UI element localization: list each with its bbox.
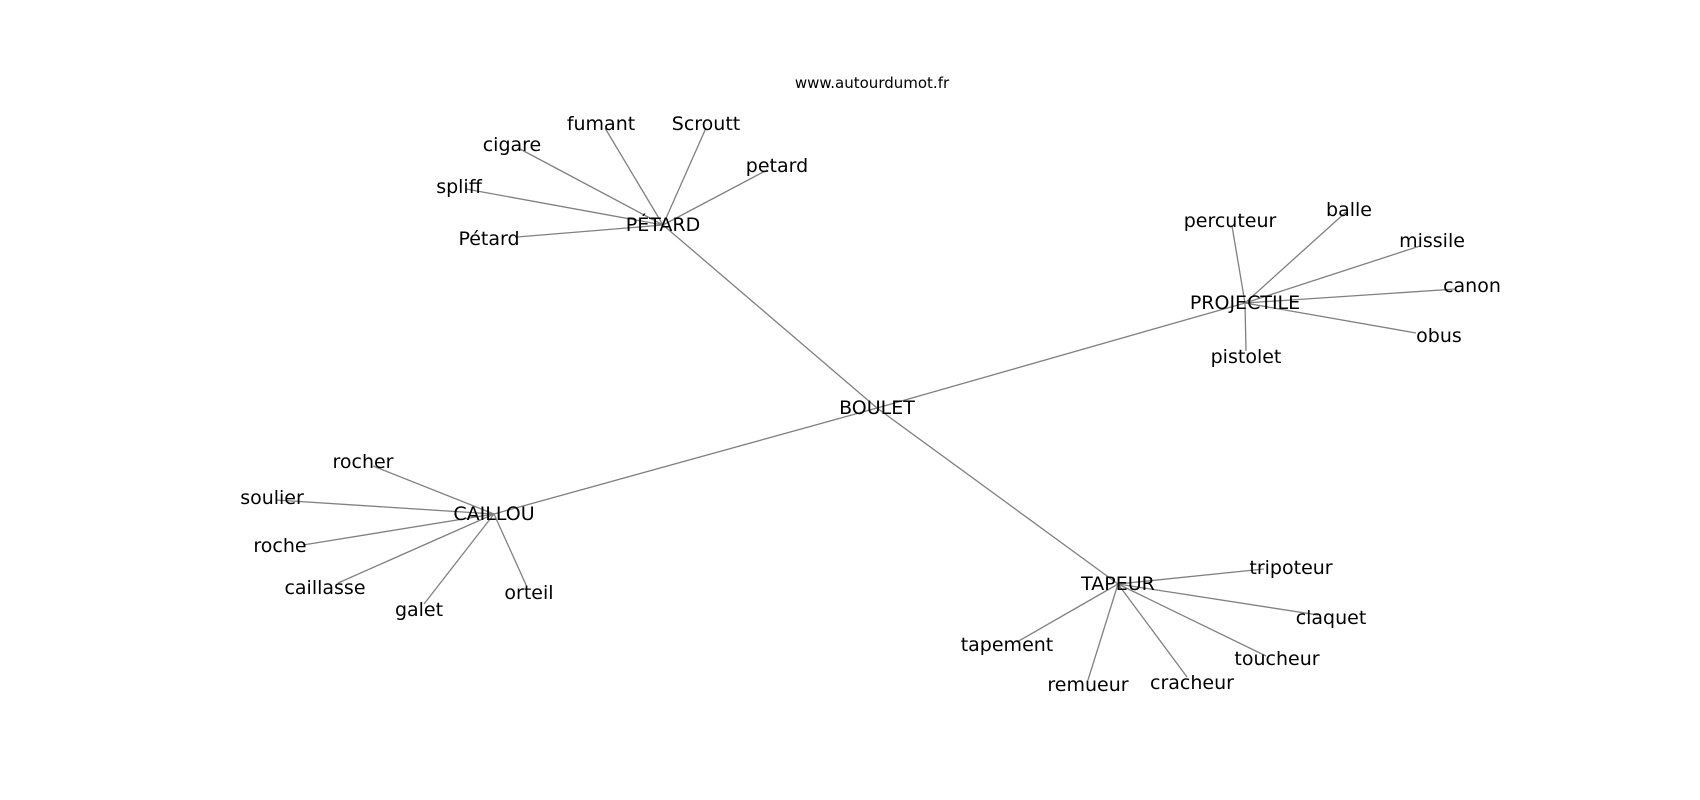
leaf-node: tapement — [961, 634, 1054, 656]
hub-leaf-edge — [1117, 583, 1188, 678]
hub-leaf-edge — [1244, 302, 1417, 334]
leaf-node: canon — [1443, 275, 1501, 297]
leaf-node: caillasse — [284, 577, 365, 599]
hub-leaf-edge — [337, 513, 495, 584]
hub-leaf-edge — [1231, 225, 1246, 304]
leaf-node: remueur — [1047, 674, 1128, 696]
leaf-node: rocher — [332, 451, 393, 473]
center-hub-edge — [493, 407, 878, 515]
leaf-node: petard — [746, 155, 808, 177]
hub-leaf-edge — [516, 224, 664, 238]
leaf-node: orteil — [504, 582, 553, 604]
hub-leaf-edge — [465, 188, 664, 226]
center-node: BOULET — [839, 397, 915, 419]
hub-leaf-edge — [1117, 583, 1319, 616]
hub-node: CAILLOU — [453, 503, 534, 525]
leaf-node: pistolet — [1211, 346, 1282, 368]
leaf-node: soulier — [240, 487, 304, 509]
site-url: www.autourdumot.fr — [795, 74, 950, 92]
leaf-node: Pétard — [458, 228, 519, 250]
hub-leaf-edge — [1016, 583, 1119, 643]
hub-leaf-edge — [1244, 302, 1247, 352]
leaf-node: galet — [395, 599, 443, 621]
leaf-node: balle — [1326, 199, 1372, 221]
leaf-node: percuteur — [1184, 210, 1277, 232]
leaf-node: missile — [1399, 230, 1465, 252]
center-hub-edge — [876, 302, 1246, 409]
hub-leaf-edge — [423, 513, 495, 605]
hub-leaf-edge — [1244, 245, 1421, 304]
hub-leaf-edge — [1117, 583, 1267, 657]
center-hub-edge — [662, 224, 878, 409]
hub-leaf-edge — [302, 513, 495, 546]
hub-node: PÉTARD — [626, 213, 700, 236]
hub-leaf-edge — [519, 148, 664, 226]
leaf-node: toucheur — [1234, 648, 1319, 670]
hub-leaf-edge — [662, 127, 707, 226]
hub-leaf-edge — [493, 513, 528, 588]
leaf-node: fumant — [567, 113, 635, 135]
graph-edges — [275, 127, 1457, 681]
hub-node: TAPEUR — [1080, 573, 1155, 595]
leaf-node: cigare — [483, 134, 542, 156]
hub-node: PROJECTILE — [1190, 292, 1300, 314]
hub-leaf-edge — [1087, 583, 1119, 681]
hub-leaf-edge — [1244, 288, 1457, 304]
hub-leaf-edge — [662, 169, 768, 226]
leaf-node: cracheur — [1150, 672, 1234, 694]
center-hub-edge — [876, 407, 1119, 585]
leaf-node: Scroutt — [672, 113, 740, 135]
leaf-node: obus — [1416, 325, 1462, 347]
graph-labels: www.autourdumot.fr BOULET fumant Scroutt c… — [240, 74, 1501, 696]
leaf-node: spliff — [436, 176, 483, 198]
leaf-node: roche — [253, 535, 306, 557]
leaf-node: claquet — [1296, 607, 1367, 629]
hub-leaf-edge — [1117, 568, 1265, 585]
hub-leaf-edge — [604, 127, 664, 226]
leaf-node: tripoteur — [1249, 557, 1332, 579]
hub-leaf-edge — [372, 465, 495, 515]
hub-leaf-edge — [275, 499, 495, 515]
hub-leaf-edge — [1244, 211, 1347, 304]
